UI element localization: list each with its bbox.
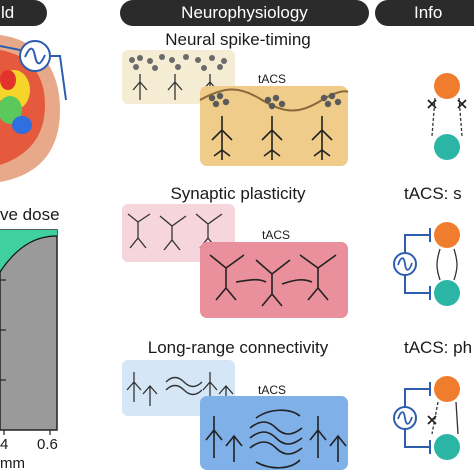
section-title-connectivity: Long-range connectivity xyxy=(147,338,329,357)
node-orange-top xyxy=(434,73,460,99)
dose-tick-right: 0.6 xyxy=(37,436,58,453)
header-center-tab xyxy=(120,0,369,26)
info-circuit-bottom xyxy=(393,376,460,460)
header-left-tab xyxy=(0,0,47,26)
stim-label-plasticity: tACS xyxy=(262,228,291,242)
header-left-label: ld xyxy=(1,3,15,22)
head-model-illustration xyxy=(0,35,67,182)
dose-curve-fill xyxy=(0,230,57,272)
header-center-label: Neurophysiology xyxy=(181,3,308,22)
stim-label-spike-timing: tACS xyxy=(258,72,287,86)
plasticity-strong-panel xyxy=(200,242,348,318)
header-bar xyxy=(0,0,474,26)
stim-label-connectivity: tACS xyxy=(258,383,287,397)
spike-timing-diagram xyxy=(122,50,349,166)
header-right-tab xyxy=(375,0,474,26)
header-right-label: Info xyxy=(414,3,443,22)
node-orange-middle xyxy=(434,222,460,248)
dose-plot xyxy=(0,229,58,435)
node-teal-top xyxy=(434,134,460,160)
info-title-bottom: tACS: ph xyxy=(404,338,473,357)
dose-tick-left: 4 xyxy=(0,436,9,453)
synaptic-plasticity-diagram xyxy=(122,204,348,318)
section-title-plasticity: Synaptic plasticity xyxy=(170,184,306,203)
info-title-top: tACS: s xyxy=(404,184,462,203)
dose-axis-unit: mm xyxy=(0,455,25,472)
dose-plot-area xyxy=(0,229,58,431)
info-circuit-middle xyxy=(393,222,460,306)
dose-plot-title: ve dose xyxy=(0,205,60,224)
connectivity-diagram xyxy=(122,360,348,470)
connectivity-strong-panel xyxy=(200,396,348,470)
info-circuit-top xyxy=(427,73,467,160)
node-teal-middle xyxy=(434,280,460,306)
node-teal-bottom xyxy=(434,434,460,460)
node-orange-bottom xyxy=(434,376,460,402)
section-title-spike-timing: Neural spike-timing xyxy=(165,30,311,49)
